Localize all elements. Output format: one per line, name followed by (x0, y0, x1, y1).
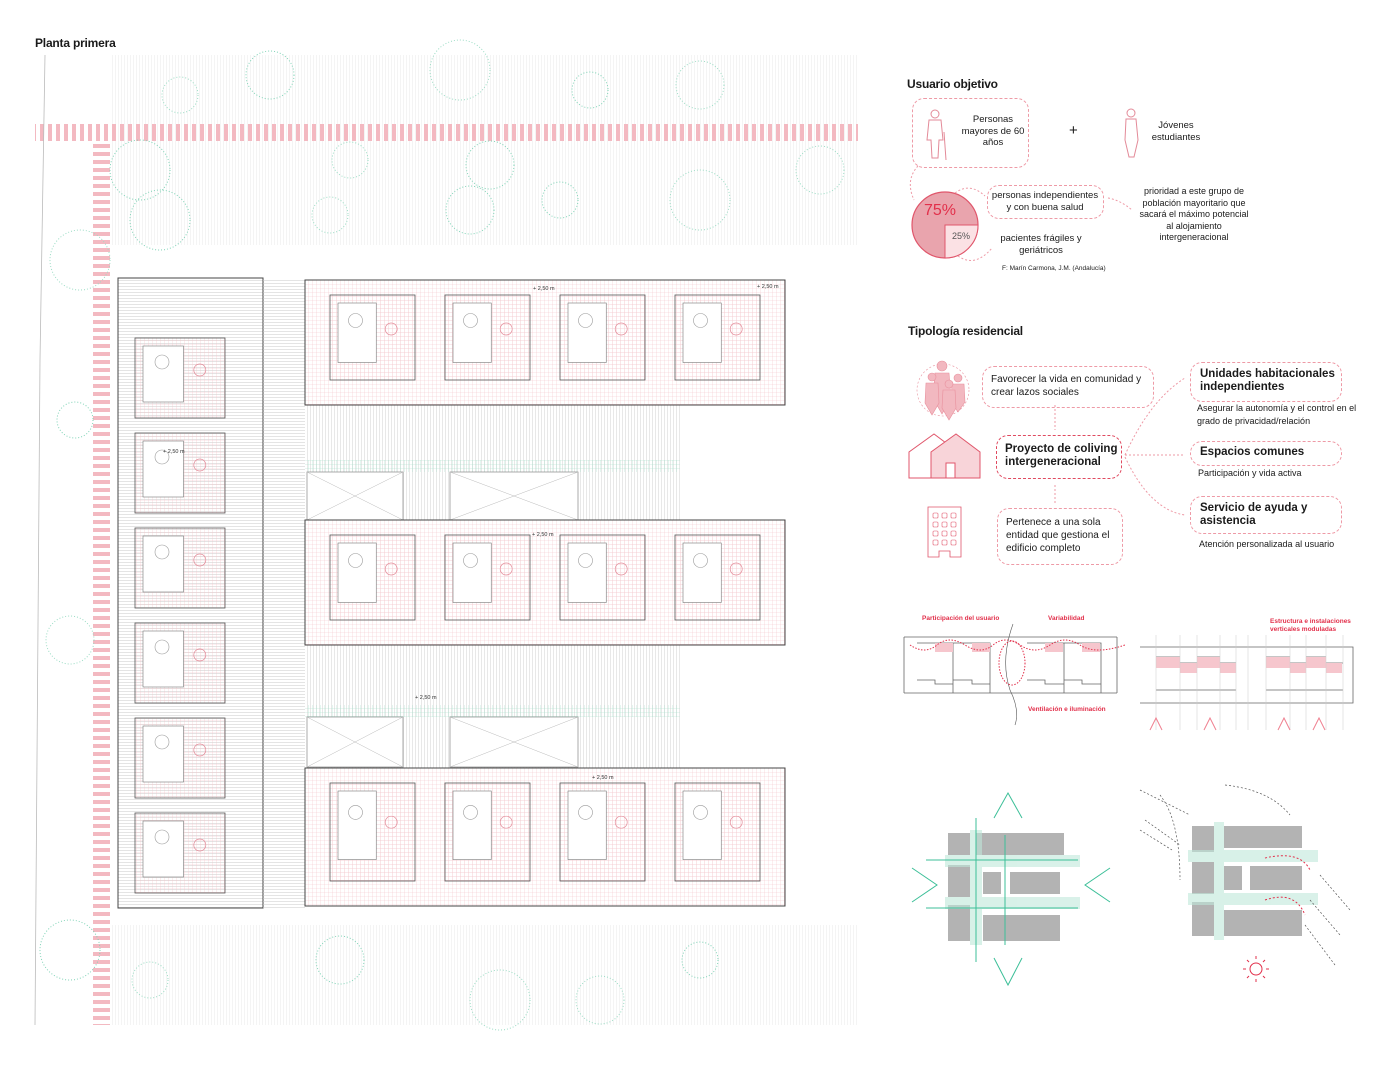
level-label: + 2,50 m (533, 286, 555, 292)
tree-icon (109, 139, 171, 201)
tree-icon (681, 941, 719, 979)
tree-icon (445, 185, 495, 235)
variability-label: Variabilidad (1048, 615, 1085, 622)
plus-sign: + (1069, 122, 1078, 139)
level-label: + 2,50 m (415, 695, 437, 701)
independent-box (987, 185, 1104, 219)
priority-text: prioridad a este grupo de población mayo… (1139, 186, 1249, 242)
seniors-label: Personas mayores de 60 años (961, 114, 1025, 148)
fragile-label: pacientes frágiles y geriátricos (1000, 233, 1082, 256)
houses-icon (908, 433, 981, 479)
tree-icon (575, 975, 625, 1025)
entity-box (997, 508, 1123, 565)
independent-label: personas independientes y con buena salu… (991, 190, 1099, 213)
pie-minor-label: 25% (952, 231, 971, 241)
community-people-icon (916, 360, 970, 421)
tree-icon (311, 196, 349, 234)
seniors-box (912, 98, 1029, 168)
crosswalk-vertical (93, 141, 110, 1025)
ventilation-label: Ventilación e iluminación (1028, 706, 1106, 713)
outcome-box (1190, 496, 1342, 534)
tree-icon (571, 71, 609, 109)
outcome-desc: Participación y vida activa (1198, 468, 1302, 478)
outcome-title: Espacios comunes (1200, 446, 1305, 458)
level-label: + 2,50 m (592, 775, 614, 781)
street-south (110, 925, 858, 1025)
tipologia-title: Tipología residencial (908, 324, 1023, 338)
trees (39, 39, 845, 1031)
participation-label: Participación del usuario (922, 615, 1000, 622)
pie-major-label: 75% (924, 202, 957, 219)
plan-title: Planta primera (35, 36, 116, 50)
project-box (996, 435, 1122, 479)
street-north (110, 55, 858, 245)
project-text: Proyecto de coliving intergeneracional (1005, 443, 1118, 468)
entity-text: Pertenece a una sola entidad que gestion… (1006, 517, 1110, 554)
level-label: + 2,50 m (532, 532, 554, 538)
level-label: + 2,50 m (163, 449, 185, 455)
level-label: + 2,50 m (757, 284, 779, 290)
residential-blocks (134, 279, 786, 907)
floor-plan (34, 39, 858, 1031)
tree-icon (131, 961, 169, 999)
tree-icon (541, 181, 579, 219)
usuario-title: Usuario objetivo (907, 77, 998, 91)
tree-icon (669, 169, 731, 231)
youth-label: Jóvenes estudiantes (1151, 120, 1201, 143)
tree-icon (39, 919, 101, 981)
tree-icon (161, 76, 199, 114)
outcome-desc: Atención personalizada al usuario (1199, 539, 1335, 549)
tree-icon (129, 189, 191, 251)
tree-icon (56, 401, 94, 439)
young-person-icon (1124, 108, 1139, 158)
tree-icon (331, 141, 369, 179)
tree-icon (675, 60, 725, 110)
tree-icon (795, 145, 845, 195)
tree-icon (45, 615, 95, 665)
community-box (982, 366, 1154, 408)
community-text: Favorecer la vida en comunidad y crear l… (991, 374, 1142, 398)
tree-icon (315, 935, 365, 985)
outcome-box (1190, 362, 1342, 402)
outcome-title: Unidades habitacionales independientes (1200, 368, 1335, 393)
building-icon (927, 506, 962, 558)
tree-icon (245, 50, 295, 100)
crosswalk-horizontal (35, 124, 858, 141)
source-note: F: Marín Carmona, J.M. (Andalucía) (1002, 265, 1106, 272)
outcome-box (1190, 441, 1342, 466)
sun-icon (1243, 956, 1269, 982)
tree-icon (49, 229, 111, 291)
tree-icon (429, 39, 491, 101)
structure-label: Estructura e instalaciones verticales mo… (1270, 618, 1351, 633)
tree-icon (469, 969, 531, 1031)
outcome-title: Servicio de ayuda y asistencia (1200, 502, 1308, 527)
outcome-desc: Asegurar la autonomía y el control en el… (1197, 403, 1357, 426)
tree-icon (465, 140, 515, 190)
